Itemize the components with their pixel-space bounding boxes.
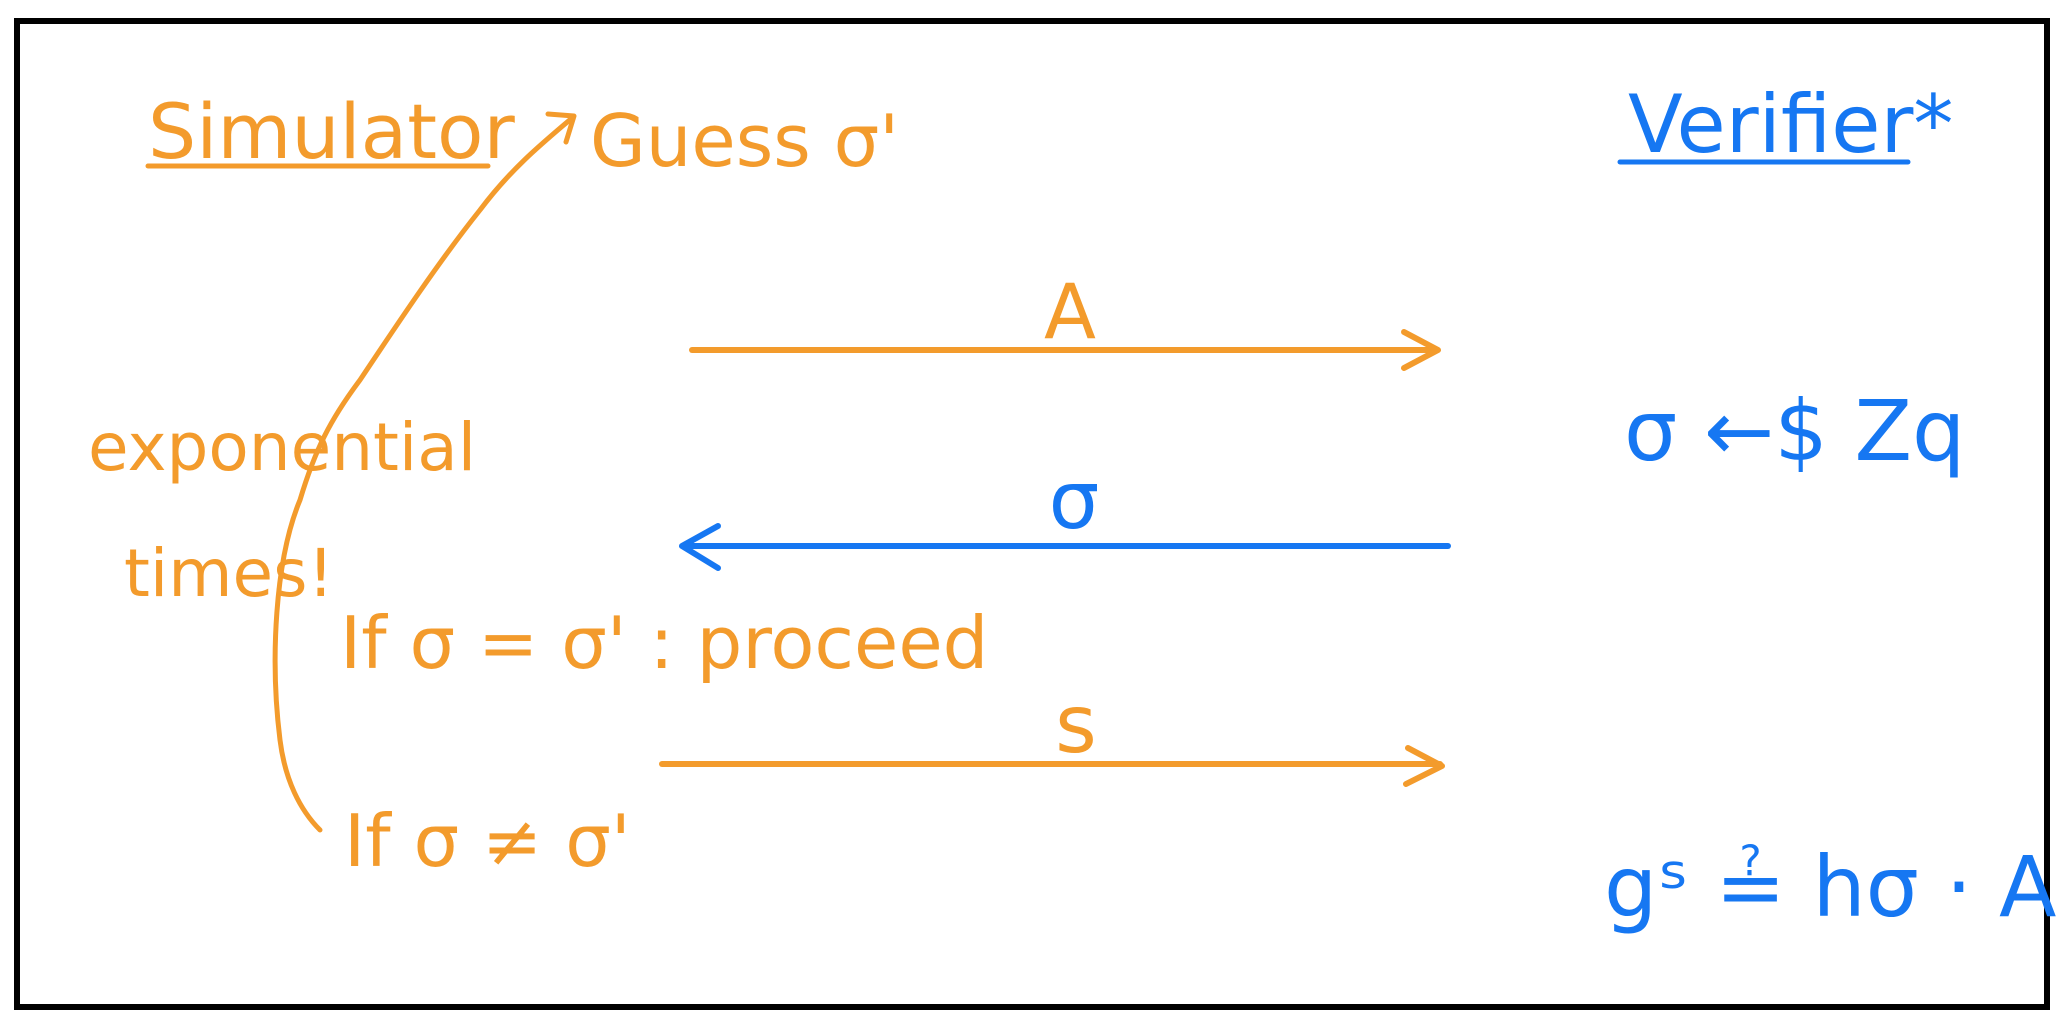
guess-label: Guess σ' (590, 99, 899, 183)
verifier-check: gˢ ≟ hσ · A (1604, 838, 2056, 936)
if-not-equal: If σ ≠ σ' (344, 799, 631, 883)
loop-label-times: times! (124, 535, 334, 612)
verifier-challenge: σ ←$ Zq (1624, 382, 1965, 480)
rewind-loop-arrowhead (545, 111, 577, 145)
simulator-title: Simulator (148, 87, 516, 176)
message-sigma-arrowhead (679, 523, 721, 571)
message-a-label: A (1044, 267, 1096, 356)
verifier-title: Verifier* (1628, 78, 1953, 171)
rewind-loop-curve (272, 115, 575, 833)
message-sigma-label: σ (1049, 454, 1100, 547)
message-s-arrowhead (1403, 745, 1445, 787)
if-equal-proceed: If σ = σ' : proceed (340, 601, 988, 685)
loop-label-exponential: exponential (88, 409, 476, 486)
diagram-frame (14, 18, 2050, 1010)
message-a-arrowhead (1401, 329, 1441, 371)
message-s-label: s (1055, 678, 1097, 771)
